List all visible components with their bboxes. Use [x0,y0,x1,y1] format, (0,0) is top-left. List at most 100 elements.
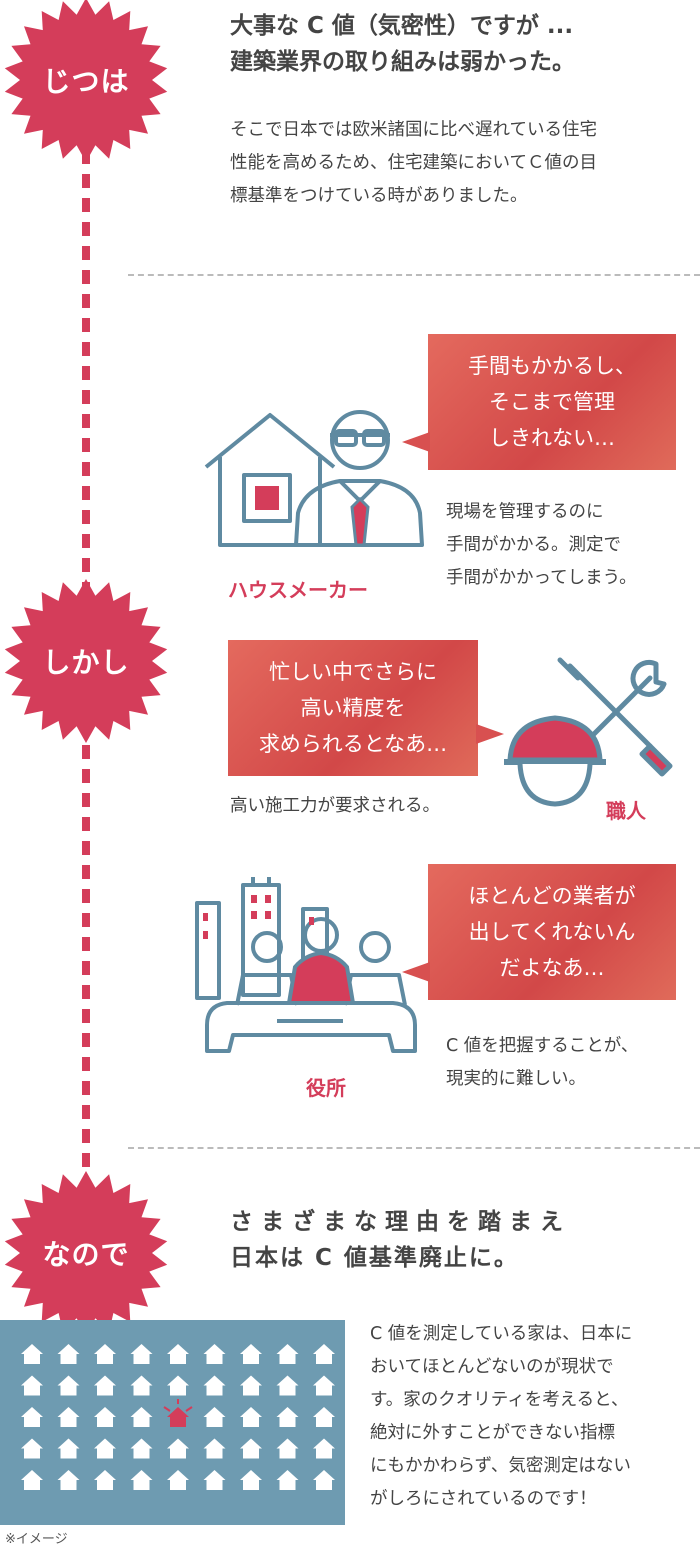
craftsman-description: 高い施工力が要求される。 [230,796,440,816]
house-icon [203,1375,226,1396]
body-line: 性能を高めるため、住宅建築においてＣ値の目 [230,153,597,173]
timeline-dashed-line [82,745,90,1175]
body-line: おいてほとんどないのが現状で [370,1357,614,1377]
heading-line: さまざまな理由を踏まえ [230,1209,571,1235]
house-icon [313,1470,335,1490]
house-icon [313,1344,335,1364]
image-note: ※イメージ [5,1532,68,1547]
house-icon [240,1344,262,1364]
body-line: がしろにされているのです！ [370,1489,597,1509]
maker-description: 現場を管理するのに 手間がかかる。測定で 手間がかかってしまう。 [446,496,637,595]
body-line: C 値を測定している家は、日本に [370,1324,633,1344]
office-speech-bubble: ほとんどの業者が 出してくれないん だよなあ… [402,864,676,1000]
dashed-divider [128,1147,700,1149]
house-icon [21,1375,43,1396]
section3-body: C 値を測定している家は、日本に おいてほとんどないのが現状で す。家のクオリテ… [370,1318,632,1516]
section3-heading: さまざまな理由を踏まえ 日本は C 値基準廃止に。 [230,1204,571,1276]
bubble-line: 手間もかかるし、 [468,354,636,378]
alert-ray [163,1406,171,1412]
body-line: 手間がかかる。測定で [446,535,621,555]
house-icon [203,1344,226,1364]
body-line: そこで日本では欧米諸国に比べ遅れている住宅 [230,120,597,140]
alert-ray [185,1406,193,1412]
house-icon [313,1438,335,1459]
house-icon [276,1407,299,1427]
body-line: 手間がかかってしまう。 [446,568,637,588]
bubble-line: 出してくれないん [468,920,636,944]
badge-label: じつは [42,65,130,98]
house-icon [276,1470,299,1490]
house-icon [57,1375,80,1396]
house-icon [130,1470,153,1490]
house-icon [240,1375,262,1396]
body-line: 現場を管理するのに [446,502,604,522]
starburst-icon [4,0,168,162]
house-icon [57,1438,80,1459]
heading-line: 大事な C 値（気密性）ですが ... [230,13,574,39]
house-icon [21,1407,43,1427]
house-icon [313,1375,335,1396]
craftsman-label: 職人 [606,799,646,823]
badge-node: なので [1,1168,171,1338]
badge-shikashi: しかし [1,576,171,746]
house-icon [130,1438,153,1459]
house-icon [130,1344,153,1364]
house-icon [240,1470,262,1490]
bubble-line: ほとんどの業者が [468,884,636,908]
badge-jitsu: じつは [1,0,171,165]
house-icon [240,1407,262,1427]
house-icon [167,1344,189,1364]
dashed-divider [128,274,700,276]
office-label: 役所 [306,1076,346,1100]
section1-heading: 大事な C 値（気密性）ですが ... 建築業界の取り組みは弱かった。 [230,8,575,80]
house-icon [21,1470,43,1490]
house-icon [57,1470,80,1490]
section1-body: そこで日本では欧米諸国に比べ遅れている住宅 性能を高めるため、住宅建築においてＣ… [230,114,597,213]
houses-grid [21,1344,335,1490]
body-line: C 値を把握することが、 [446,1036,639,1056]
starburst-icon [4,1171,168,1335]
house-icon [94,1375,116,1396]
starburst-icon [4,579,168,743]
heading-line: 建築業界の取り組みは弱かった。 [230,49,575,75]
house-icon [240,1438,262,1459]
badge-label: しかし [42,646,130,679]
house-icon [203,1407,226,1427]
craftsman-speech-bubble: 忙しい中でさらに 高い精度を 求められるとなあ… [228,640,504,776]
bubble-line: 忙しい中でさらに [269,660,437,684]
houses-map-panel [0,1320,345,1525]
house-icon [94,1407,116,1427]
house-icon [167,1470,189,1490]
house-icon [21,1438,43,1459]
house-maker-icon [204,410,424,547]
house-icon [203,1438,226,1459]
house-icon [203,1470,226,1490]
house-icon [130,1375,153,1396]
house-icon [167,1438,189,1459]
maker-speech-bubble: 手間もかかるし、 そこまで管理 しきれない… [402,334,676,470]
house-icon [94,1438,116,1459]
craftsman-helmet-tools-icon [504,657,673,807]
house-icon [94,1344,116,1364]
heading-line: 日本は C 値基準廃止に。 [230,1245,519,1271]
highlighted-house-icon [167,1407,189,1427]
bubble-line: 求められるとなあ… [258,732,448,756]
bubble-line: そこまで管理 [489,390,615,414]
bubble-line: だよなあ… [499,956,605,980]
body-line: 標基準をつけている時がありました。 [230,186,528,206]
house-maker-label: ハウスメーカー [228,578,368,602]
body-line: す。家のクオリティを考えると、 [370,1390,629,1410]
bubble-line: 高い精度を [300,696,406,720]
house-icon [276,1344,299,1364]
house-icon [167,1375,189,1396]
house-icon [94,1470,116,1490]
house-icon [276,1438,299,1459]
house-icon [313,1407,335,1427]
badge-label: なので [42,1238,130,1271]
house-icon [21,1344,43,1364]
house-icon [57,1407,80,1427]
body-line: 絶対に外すことができない指標 [370,1423,615,1443]
body-line: にもかかわらず、気密測定はない [370,1456,631,1476]
house-icon [57,1344,80,1364]
body-line: 現実的に難しい。 [446,1069,586,1089]
